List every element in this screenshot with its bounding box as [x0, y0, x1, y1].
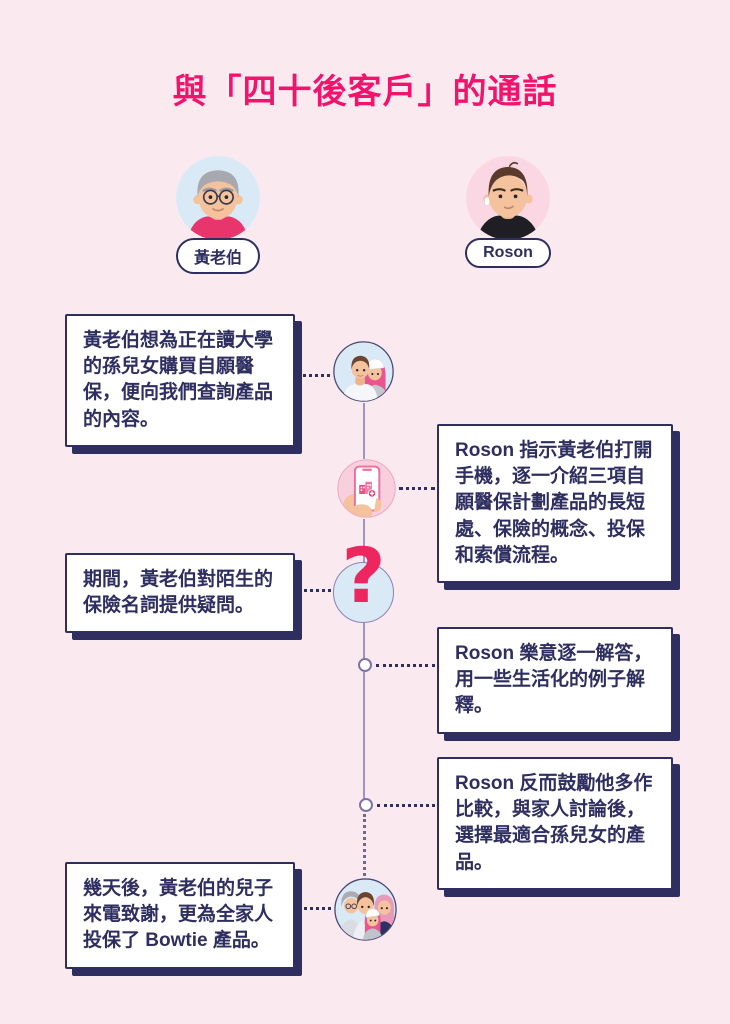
- couple-icon: [332, 340, 395, 403]
- roson-avatar: [466, 156, 550, 240]
- page-title: 與「四十後客戶」的通話: [172, 73, 558, 111]
- participant-elder-name: 黃老伯: [175, 238, 260, 274]
- step-box-4: Roson 樂意逐一解答，用一些生活化的例子解釋。: [437, 627, 673, 734]
- connector-dotted-6: [299, 907, 331, 910]
- participant-elder: 黃老伯: [158, 156, 278, 274]
- timeline-segment-3: [363, 623, 365, 659]
- connector-dotted-5: [377, 804, 435, 807]
- connector-dotted-2: [399, 487, 435, 490]
- step-box-6: 幾天後，黃老伯的兒子來電致謝，更為全家人投保了 Bowtie 產品。: [65, 862, 295, 969]
- timeline-segment-2: [363, 519, 365, 563]
- connector-dotted-1: [298, 374, 330, 377]
- participant-roson-name: Roson: [465, 238, 551, 268]
- question-mark-glyph: ?: [341, 531, 386, 620]
- young-agent-illustration: [466, 156, 550, 240]
- family-icon: [333, 877, 398, 942]
- question-mark-icon: [333, 562, 394, 623]
- participant-roson: Roson: [448, 156, 568, 268]
- timeline-segment-4: [363, 672, 365, 799]
- phone-medical-app-icon: [336, 458, 397, 519]
- timeline-node-1: [358, 658, 372, 672]
- connector-dotted-4: [376, 664, 435, 667]
- step-box-2: Roson 指示黃老伯打開手機，逐一介紹三項自願醫保計劃產品的長短處、保險的概念…: [437, 424, 673, 584]
- connector-dotted-3: [298, 589, 331, 592]
- step-box-5: Roson 反而鼓勵他多作比較，與家人討論後，選擇最適合孫兒女的產品。: [437, 757, 673, 890]
- step-box-3: 期間，黃老伯對陌生的保險名詞提供疑問。: [65, 553, 295, 634]
- timeline-node-2: [359, 798, 373, 812]
- timeline-dotted-segment: [363, 814, 366, 876]
- timeline-segment-1: [363, 403, 365, 459]
- elder-man-illustration: [176, 156, 260, 240]
- elder-avatar: [176, 156, 260, 240]
- step-box-1: 黃老伯想為正在讀大學的孫兒女購買自願醫保，便向我們查詢產品的內容。: [65, 314, 295, 447]
